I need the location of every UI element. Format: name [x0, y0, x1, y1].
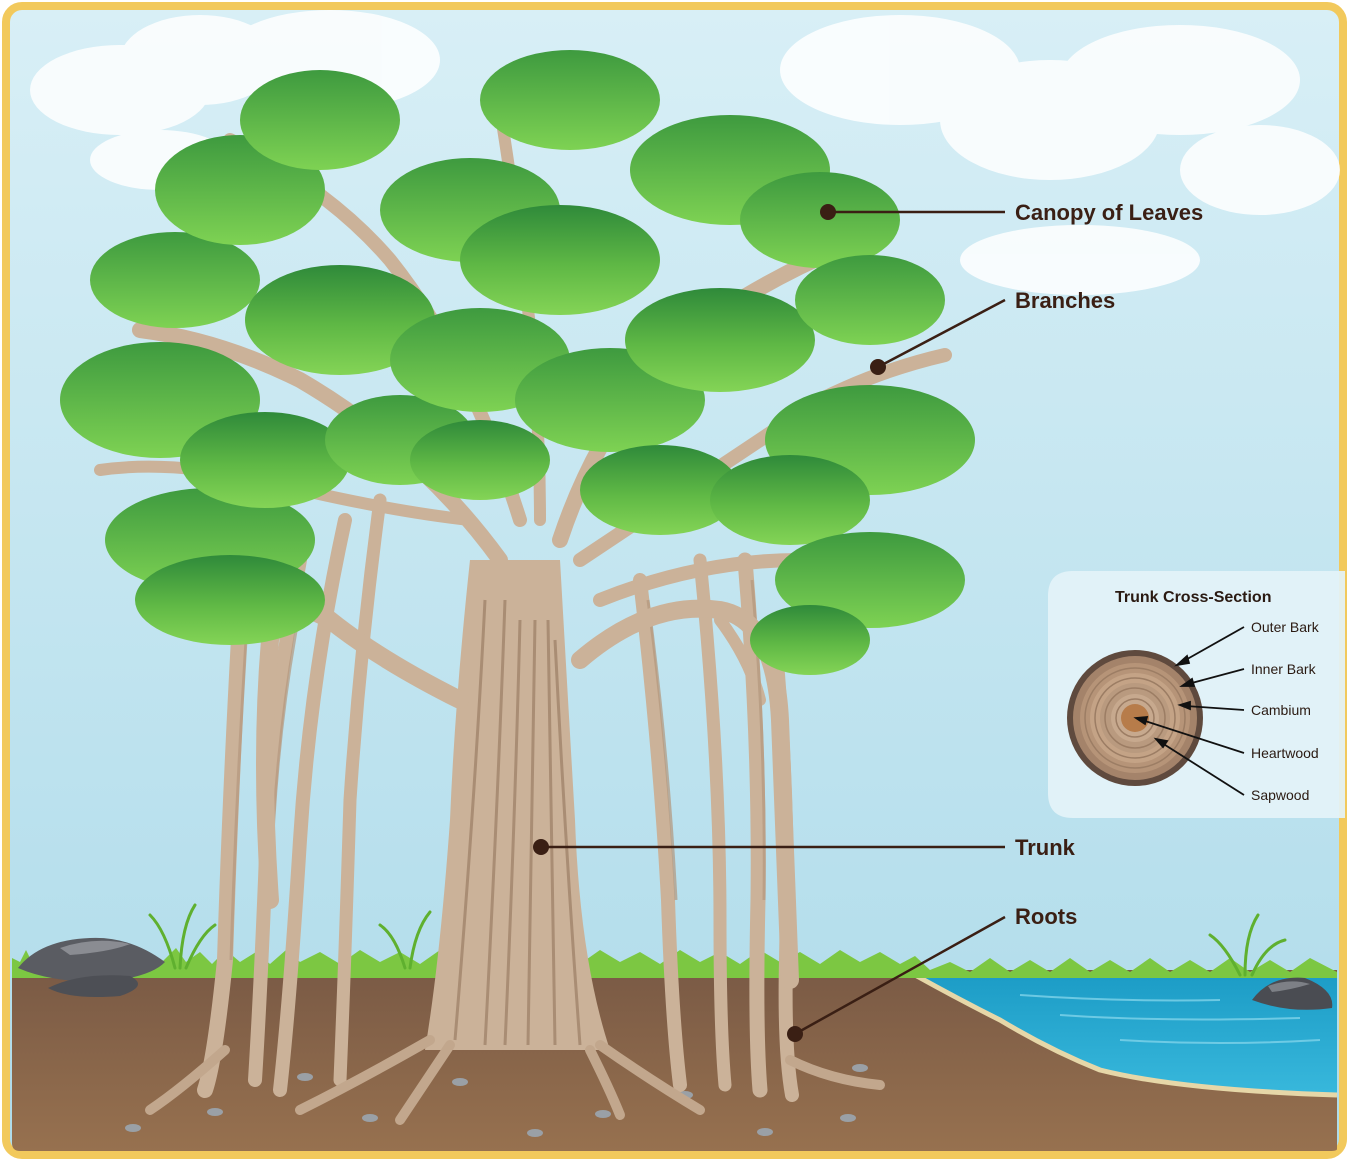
outer-bark-label: Outer Bark — [1251, 619, 1320, 635]
canopy-label: Canopy of Leaves — [1015, 200, 1203, 225]
cross-section-title: Trunk Cross-Section — [1115, 589, 1271, 606]
sapwood-label: Sapwood — [1251, 787, 1309, 803]
branches-label: Branches — [1015, 288, 1115, 313]
cambium-label: Cambium — [1251, 702, 1311, 718]
canopy-pointer-dot — [820, 204, 836, 220]
inner-bark-label: Inner Bark — [1251, 661, 1317, 677]
branches-pointer-dot — [870, 359, 886, 375]
trunk-pointer-dot — [533, 839, 549, 855]
roots-pointer-dot — [787, 1026, 803, 1042]
trunk-cross-section-inset: Trunk Cross-Section Outer Bark Inner Bar… — [1048, 571, 1345, 818]
trunk-label: Trunk — [1015, 835, 1076, 860]
roots-label: Roots — [1015, 904, 1077, 929]
heartwood-label: Heartwood — [1251, 745, 1319, 761]
